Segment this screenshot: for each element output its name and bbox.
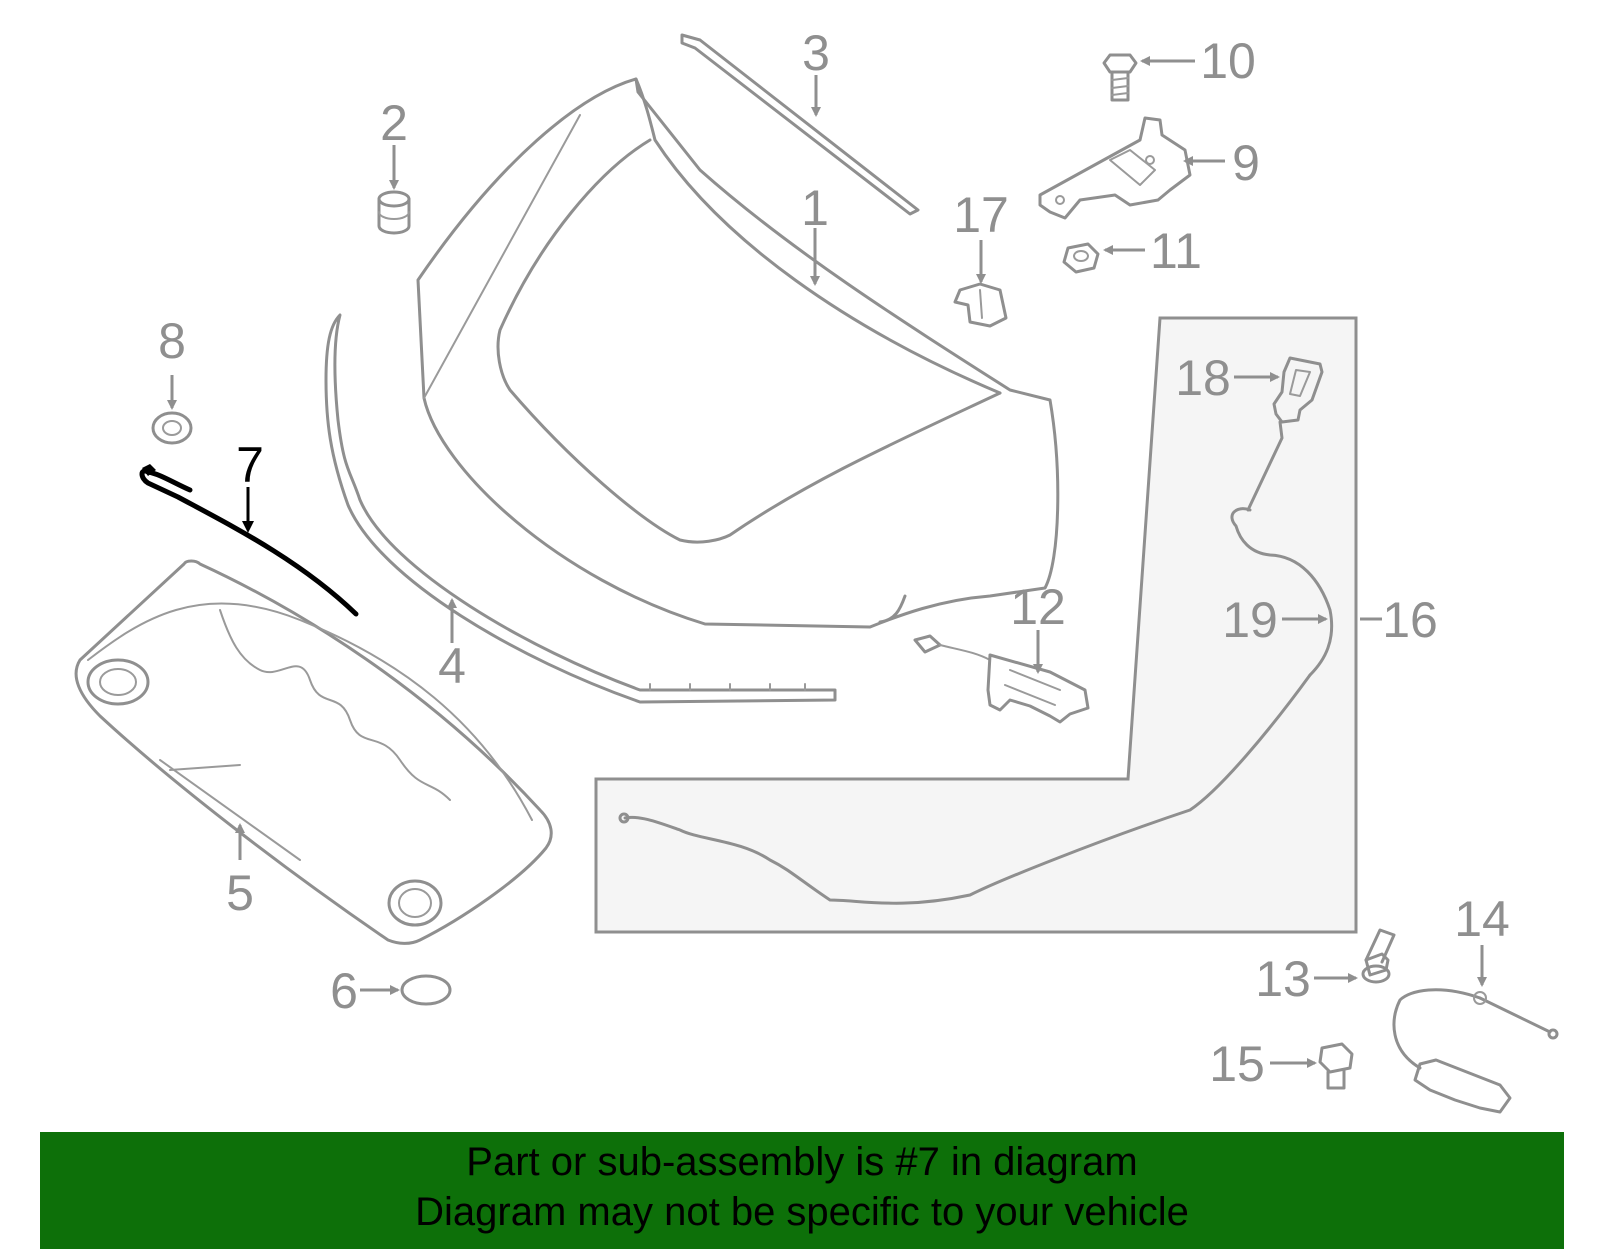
callout-5: 5 bbox=[226, 865, 254, 921]
part-19-cable[interactable] bbox=[618, 420, 1334, 905]
callout-1: 1 bbox=[801, 180, 829, 236]
callout-4: 4 bbox=[438, 638, 466, 694]
part-7-weatherstrip[interactable] bbox=[139, 464, 359, 617]
part-8-grommet[interactable] bbox=[151, 411, 193, 445]
part-11-nut[interactable] bbox=[1062, 242, 1100, 274]
banner-part-text: Part or sub-assembly is #7 in diagram bbox=[466, 1140, 1138, 1184]
callout-9: 9 bbox=[1232, 135, 1260, 191]
part-2-bumper[interactable] bbox=[377, 190, 411, 235]
callout-labels: 1 2 3 4 5 6 7 8 9 10 11 12 13 14 15 16 1… bbox=[158, 25, 1510, 1092]
callout-19: 19 bbox=[1222, 592, 1278, 648]
callout-7: 7 bbox=[236, 437, 264, 493]
part-10-bolt[interactable] bbox=[1102, 53, 1138, 102]
part-12-latch[interactable] bbox=[913, 634, 1090, 724]
part-13-bolt[interactable] bbox=[1361, 928, 1396, 984]
callout-14: 14 bbox=[1454, 891, 1510, 947]
callout-arrows bbox=[167, 56, 1487, 1068]
callout-18: 18 bbox=[1175, 350, 1231, 406]
callout-11: 11 bbox=[1150, 223, 1202, 279]
part-16-box bbox=[594, 316, 1358, 934]
callout-17: 17 bbox=[953, 187, 1009, 243]
info-banner: Part or sub-assembly is #7 in diagram Di… bbox=[40, 1132, 1564, 1249]
part-14-lever[interactable] bbox=[1392, 988, 1559, 1114]
callout-16: 16 bbox=[1382, 592, 1438, 648]
part-1-hood[interactable] bbox=[416, 77, 1060, 629]
callout-13: 13 bbox=[1255, 951, 1311, 1007]
callout-3: 3 bbox=[802, 25, 830, 81]
banner-disclaimer-text: Diagram may not be specific to your vehi… bbox=[415, 1190, 1189, 1234]
part-3-seal[interactable] bbox=[680, 33, 920, 216]
callout-8: 8 bbox=[158, 313, 186, 369]
callout-15: 15 bbox=[1209, 1036, 1265, 1092]
part-4-seal[interactable] bbox=[324, 313, 837, 704]
callout-6: 6 bbox=[330, 963, 358, 1019]
callout-10: 10 bbox=[1200, 33, 1256, 89]
part-9-hinge[interactable] bbox=[1038, 116, 1192, 220]
part-6-plug[interactable] bbox=[400, 974, 452, 1006]
callout-12: 12 bbox=[1010, 579, 1066, 635]
callout-2: 2 bbox=[380, 95, 408, 151]
part-17-clip[interactable] bbox=[953, 282, 1008, 328]
part-15-bolt[interactable] bbox=[1318, 1042, 1354, 1090]
part-5-insulator[interactable] bbox=[74, 559, 553, 945]
part-18-handle[interactable] bbox=[1272, 356, 1324, 424]
